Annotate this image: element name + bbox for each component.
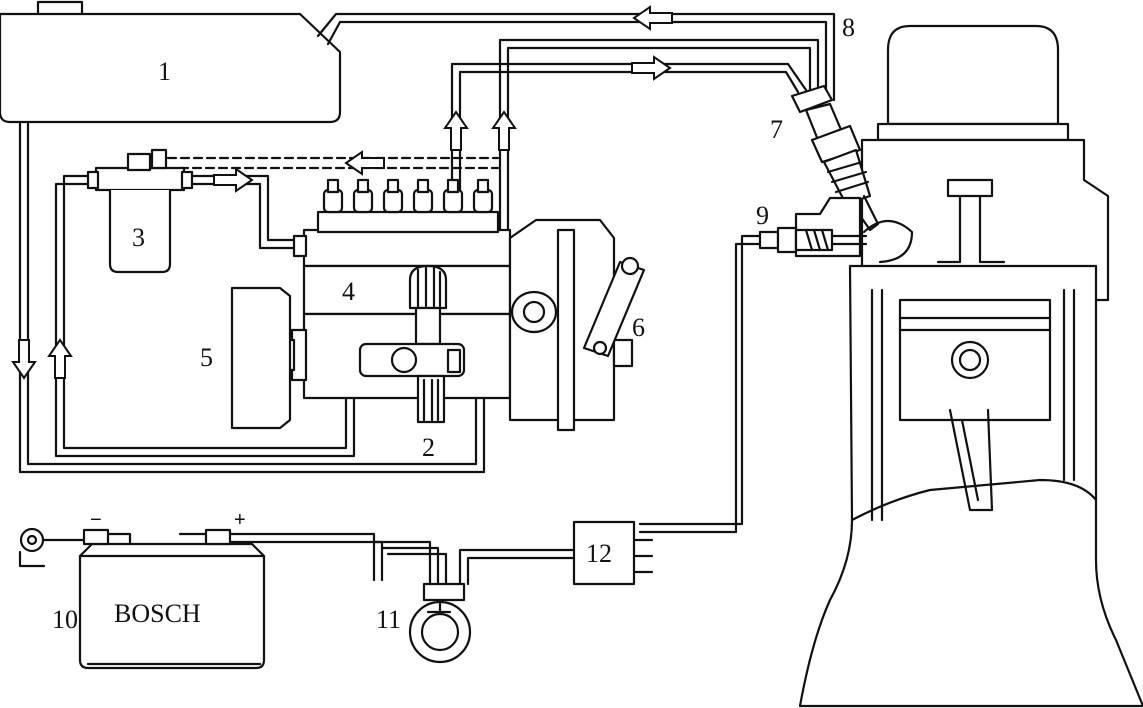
label-7: 7: [770, 115, 783, 144]
down-arrow-supply: [12, 339, 36, 379]
coupling: [230, 286, 292, 430]
battery-brand: BOSCH: [114, 599, 201, 628]
label-5: 5: [200, 343, 213, 372]
ground-terminal: [18, 527, 86, 568]
battery-plus: +: [234, 509, 246, 531]
battery: [78, 528, 266, 670]
engine: [798, 24, 1143, 708]
label-9: 9: [756, 201, 769, 230]
label-10: 10: [52, 605, 78, 634]
label-12: 12: [586, 539, 612, 568]
feed-pump: [358, 342, 466, 424]
glow-wire: [638, 234, 762, 526]
control-lever: [582, 256, 646, 358]
fuel-tank: [0, 0, 342, 124]
glow-control-unit: [572, 520, 654, 586]
governor-housing: [508, 218, 634, 432]
filter-outlet-arrow: [213, 168, 253, 192]
return-arrow: [633, 6, 673, 30]
label-2: 2: [422, 433, 435, 462]
label-11: 11: [376, 605, 401, 634]
label-8: 8: [842, 13, 855, 42]
up-arrow-1: [444, 111, 468, 151]
pressure-arrow: [631, 56, 671, 80]
label-1: 1: [158, 57, 171, 86]
overflow-arrow: [345, 151, 385, 175]
fuel-filter: [86, 148, 194, 274]
glow-plug: [758, 196, 868, 258]
ignition-switch: [408, 582, 472, 664]
battery-minus: −: [90, 509, 102, 531]
injection-pump: [282, 178, 646, 432]
hand-primer: [408, 264, 448, 346]
up-arrow-feed: [48, 339, 72, 379]
up-arrow-2: [492, 111, 516, 151]
injector: [790, 84, 880, 232]
return-line: [316, 12, 836, 102]
delivery-valves: [316, 178, 500, 234]
label-3: 3: [132, 223, 145, 252]
label-4: 4: [342, 277, 355, 306]
label-6: 6: [632, 313, 645, 342]
